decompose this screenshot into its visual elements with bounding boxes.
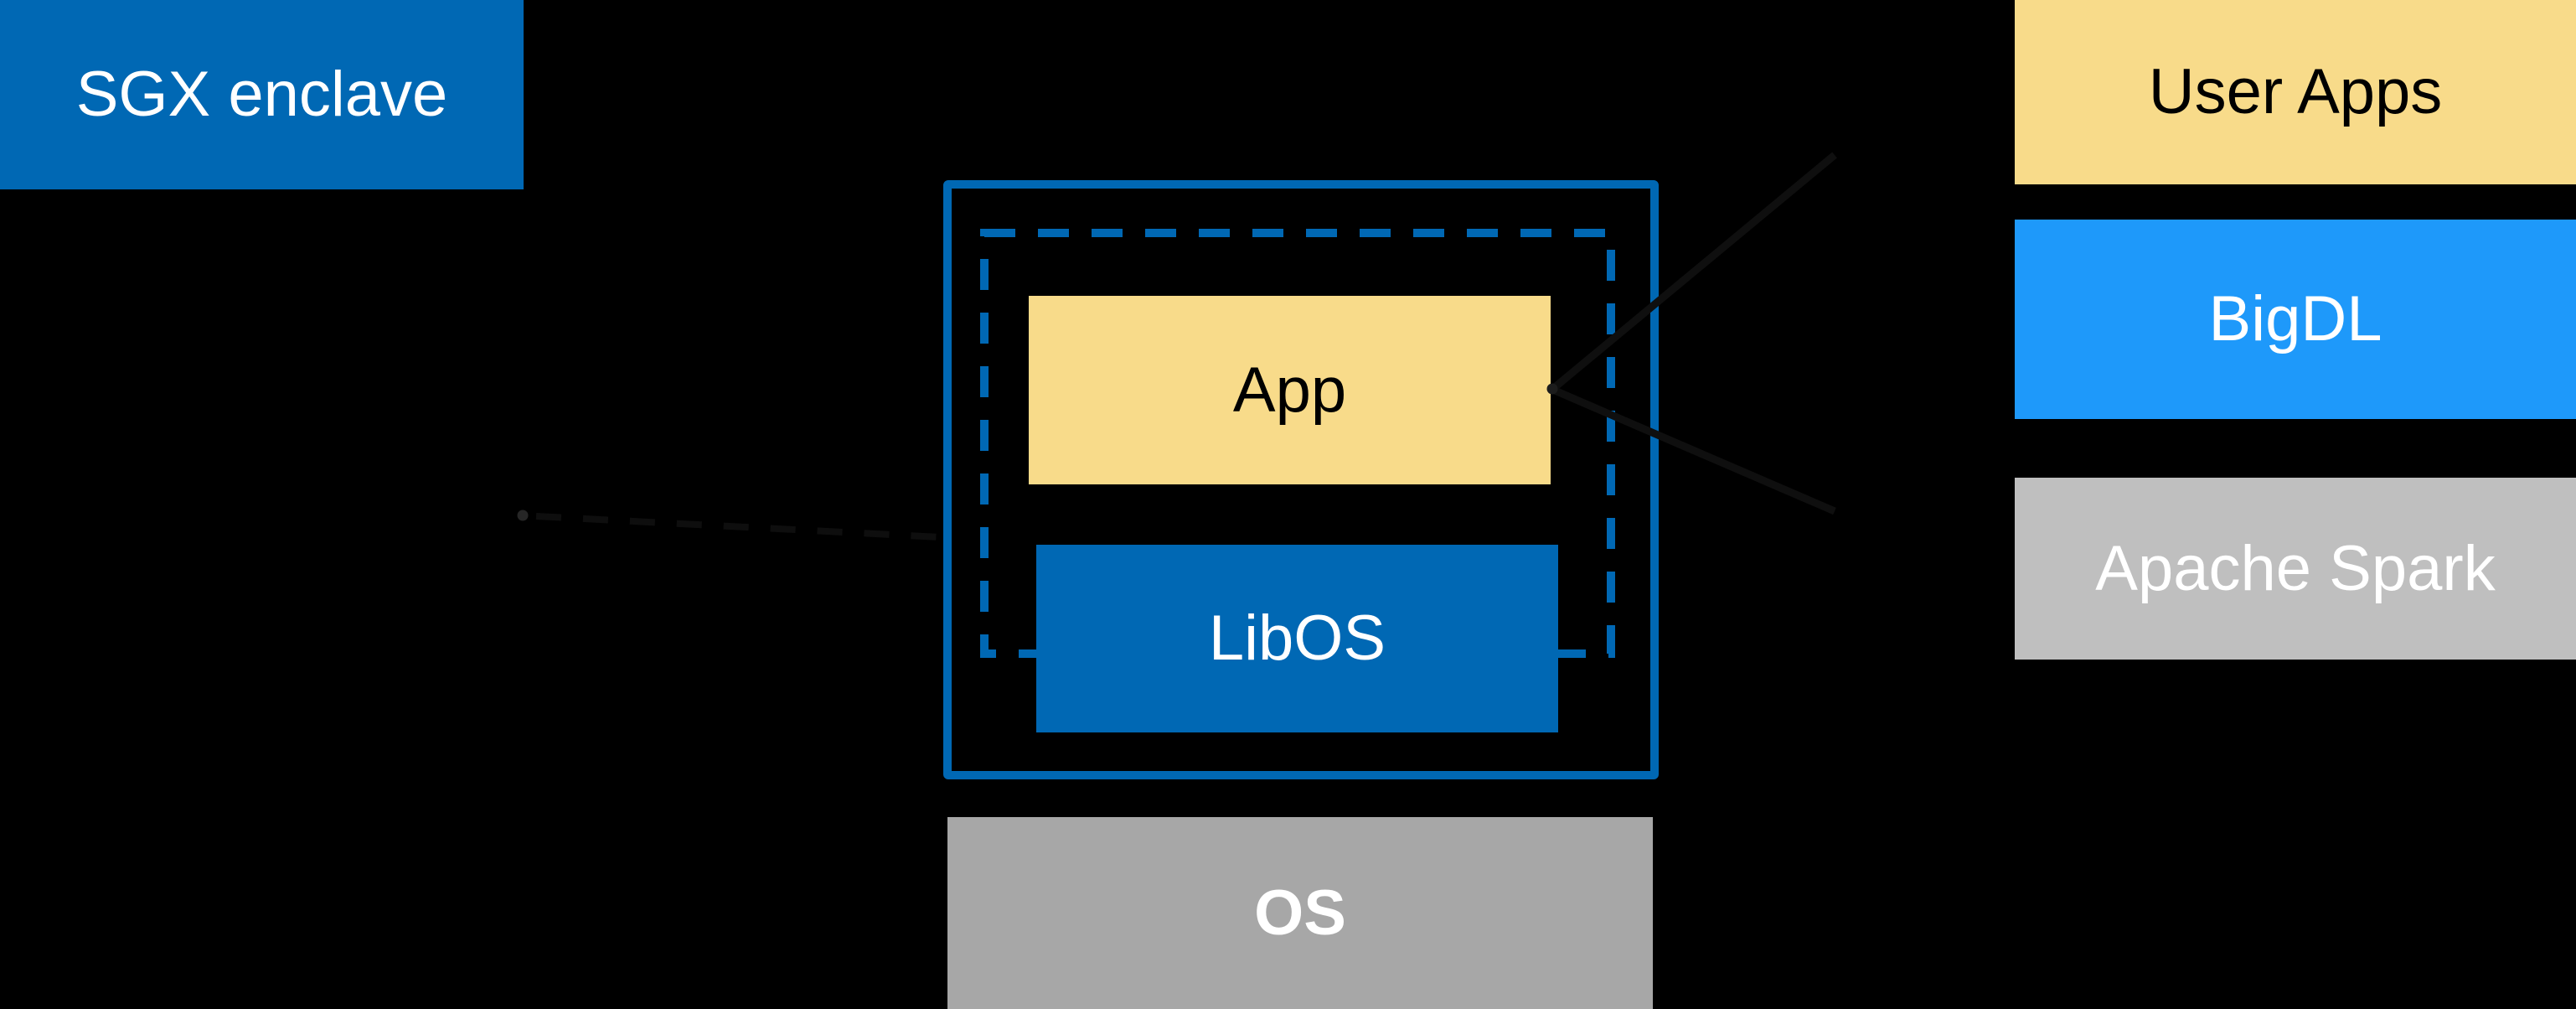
- user-apps-label: User Apps: [2148, 56, 2443, 127]
- sgx-enclave-label: SGX enclave: [75, 59, 448, 130]
- sgx-enclave-box: SGX enclave: [0, 0, 524, 189]
- user-apps-box: User Apps: [2015, 0, 2576, 184]
- app-box: App: [1029, 296, 1551, 484]
- bigdl-label: BigDL: [2208, 283, 2382, 354]
- os-label: OS: [1254, 877, 1346, 949]
- apache-spark-label: Apache Spark: [2095, 532, 2496, 604]
- connector-enclave-to-sgx-label: [535, 513, 941, 541]
- libos-box: LibOS: [1036, 545, 1558, 732]
- app-label: App: [1232, 354, 1347, 426]
- libos-label: LibOS: [1208, 603, 1386, 674]
- os-box: OS: [947, 817, 1653, 1009]
- connector-tip-dot-sgx: [517, 510, 529, 521]
- apache-spark-box: Apache Spark: [2015, 478, 2576, 660]
- bigdl-box: BigDL: [2015, 220, 2576, 419]
